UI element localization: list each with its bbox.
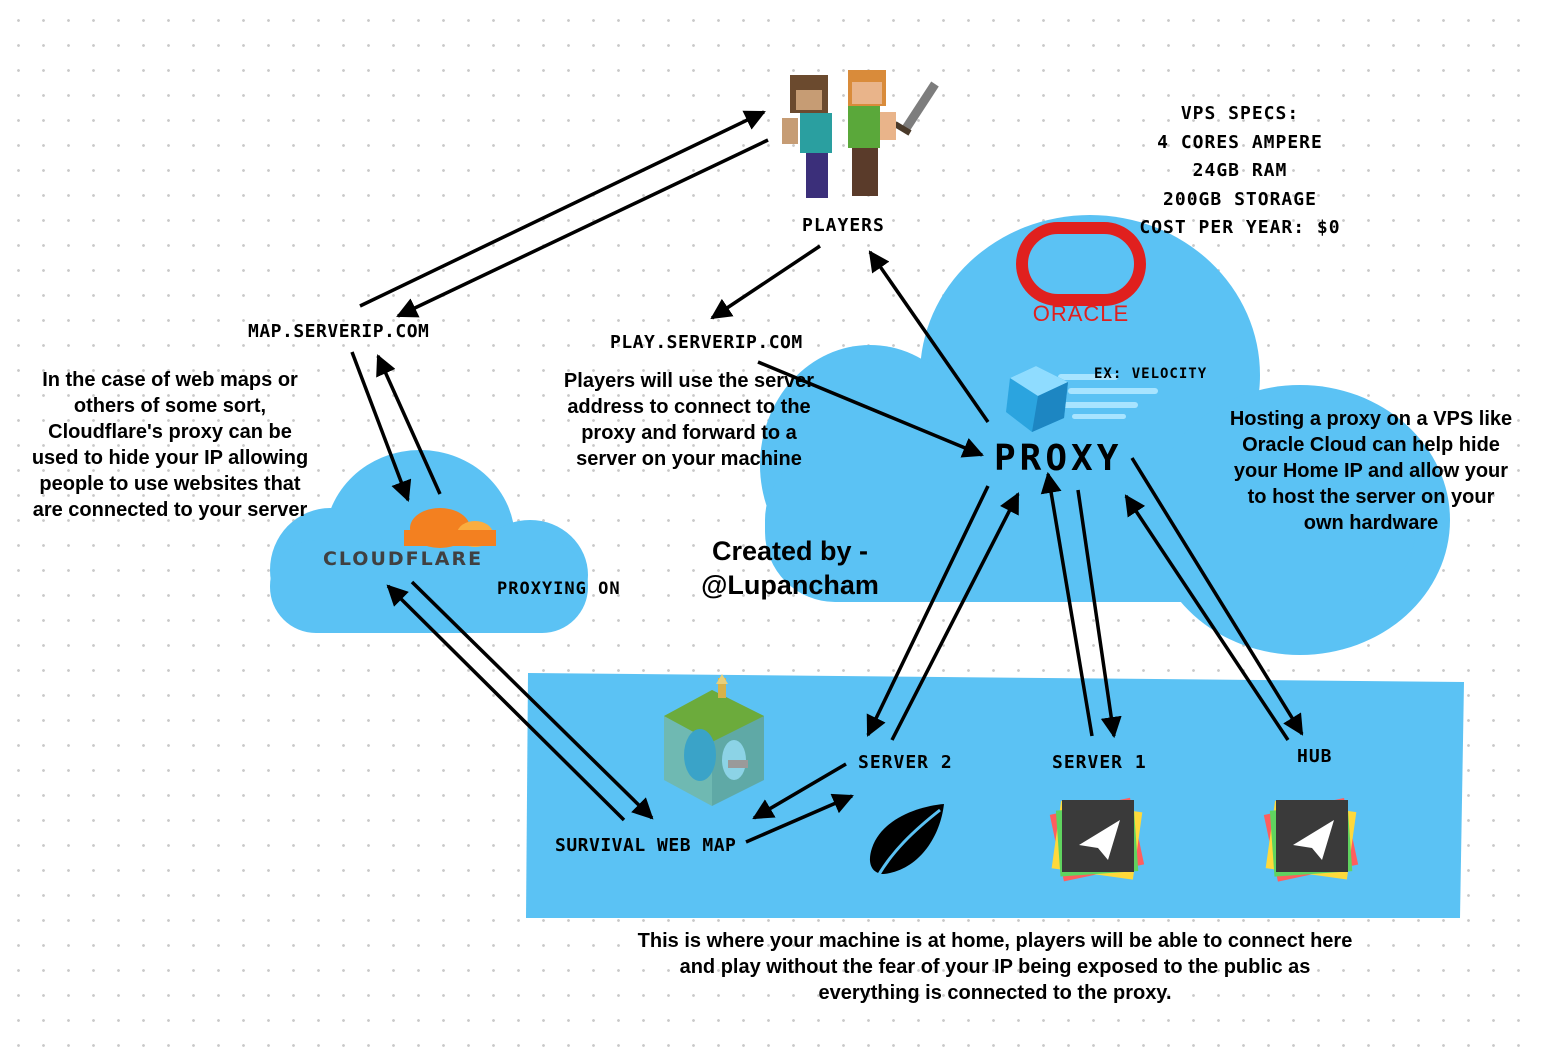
play-domain-label: PLAY.SERVERIP.COM bbox=[610, 332, 803, 353]
arrow-proxy-to-hub bbox=[1130, 457, 1304, 736]
server2-label: SERVER 2 bbox=[858, 752, 953, 773]
cloudflare-logo bbox=[404, 508, 496, 548]
server1-label: SERVER 1 bbox=[1052, 752, 1147, 773]
proxying-on-label: PROXYING ON bbox=[497, 579, 621, 599]
proxy-label: PROXY bbox=[994, 438, 1123, 479]
arrow-server2-to-webmap bbox=[752, 762, 847, 820]
arrow-webmap-to-cloudflare bbox=[386, 584, 626, 822]
players-address-note: Players will use the server address to c… bbox=[563, 370, 815, 470]
credit-handle: @Lupancham bbox=[701, 570, 879, 600]
vps-specs: VPS SPECS: 4 CORES AMPERE 24GB RAM 200GB… bbox=[1120, 100, 1360, 243]
cloudflare-note: In the case of web maps or others of som… bbox=[31, 369, 309, 521]
vps-spec-ram: 24GB RAM bbox=[1192, 160, 1288, 181]
cloudflare-logo-text: CLOUDFLARE bbox=[322, 548, 484, 570]
players-label: PLAYERS bbox=[802, 215, 885, 236]
hub-label: HUB bbox=[1297, 746, 1333, 767]
velocity-icon bbox=[1006, 366, 1158, 432]
arrow-server1-to-proxy bbox=[1040, 471, 1094, 737]
arrow-cloudflare-to-webmap bbox=[410, 580, 654, 820]
arrow-map-to-cloudflare bbox=[350, 351, 412, 502]
arrow-play-to-proxy bbox=[757, 360, 984, 458]
vps-spec-storage: 200GB STORAGE bbox=[1163, 188, 1317, 210]
arrow-cloudflare-to-map bbox=[376, 354, 442, 495]
arrow-players-to-map bbox=[396, 138, 769, 318]
map-domain-label: MAP.SERVERIP.COM bbox=[248, 321, 430, 342]
arrow-proxy-to-server1 bbox=[1076, 489, 1122, 739]
arrow-hub-to-proxy bbox=[1124, 494, 1290, 741]
vps-spec-cost: COST PER YEAR: $0 bbox=[1139, 217, 1341, 238]
velocity-example-label: EX: VELOCITY bbox=[1094, 366, 1208, 382]
arrow-webmap-to-server2 bbox=[745, 793, 854, 844]
world-map-icon bbox=[664, 674, 764, 806]
credit: Created by - @Lupancham bbox=[680, 534, 900, 602]
paper-plane-icon bbox=[1049, 797, 1145, 882]
oracle-logo bbox=[1016, 222, 1146, 306]
arrow-proxy-to-server2 bbox=[866, 485, 990, 737]
home-note: This is where your machine is at home, p… bbox=[637, 930, 1353, 1004]
arrow-players-to-play bbox=[710, 244, 821, 320]
oracle-note: Hosting a proxy on a VPS like Oracle Clo… bbox=[1229, 408, 1513, 534]
credit-line-1: Created by - bbox=[711, 536, 869, 566]
oracle-logo-text: ORACLE bbox=[1032, 301, 1130, 326]
home-network-area bbox=[526, 673, 1464, 918]
oracle-cloud bbox=[760, 215, 1450, 655]
survival-web-map-label: SURVIVAL WEB MAP bbox=[555, 835, 737, 856]
arrow-server2-to-proxy bbox=[890, 492, 1020, 741]
minecraft-players-icon bbox=[782, 70, 939, 198]
paper-leaf-icon bbox=[869, 804, 944, 877]
cloudflare-cloud bbox=[270, 450, 588, 633]
arrow-proxy-to-players bbox=[868, 250, 990, 423]
vps-specs-title: VPS SPECS: bbox=[1180, 103, 1300, 124]
arrow-map-to-players bbox=[359, 110, 766, 308]
vps-spec-cores: 4 CORES AMPERE bbox=[1157, 131, 1323, 153]
paper-plane-icon bbox=[1263, 798, 1359, 882]
